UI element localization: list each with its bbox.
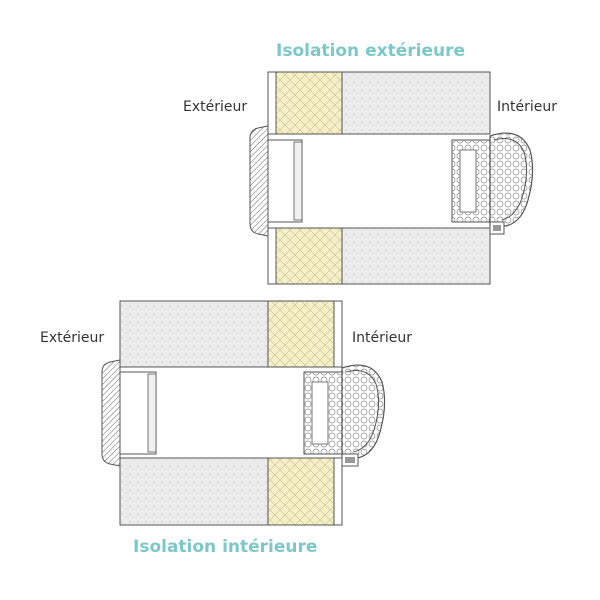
bottom-masonry-upper <box>119 300 269 368</box>
bottom-wall-lower-lining <box>333 457 343 526</box>
bottom-label-inside: Intérieur <box>352 330 412 346</box>
bottom-diagram-title: Isolation intérieure <box>133 537 318 557</box>
bottom-exterior-grille <box>101 359 121 467</box>
top-insulation-lower <box>275 227 343 285</box>
bottom-insulation-upper <box>267 300 335 368</box>
bottom-label-outside: Extérieur <box>40 330 105 346</box>
top-label-outside: Extérieur <box>183 99 248 115</box>
bottom-insulation-lower <box>267 457 335 526</box>
bottom-interior-cover <box>341 364 386 459</box>
bottom-wall-upper-lining <box>333 300 343 368</box>
top-wall-lower-cladding <box>267 227 277 285</box>
bottom-masonry-lower <box>119 457 269 526</box>
top-interior-cover <box>489 132 534 227</box>
top-masonry-upper <box>341 71 491 135</box>
top-wall-upper-cladding <box>267 71 277 135</box>
top-wall-section <box>249 71 534 285</box>
top-masonry-lower <box>341 227 491 285</box>
top-insulation-upper <box>275 71 343 135</box>
bottom-wall-section <box>101 300 386 526</box>
top-exterior-grille <box>249 125 269 237</box>
top-diagram-title: Isolation extérieure <box>276 41 465 61</box>
top-label-inside: Intérieur <box>497 99 557 115</box>
